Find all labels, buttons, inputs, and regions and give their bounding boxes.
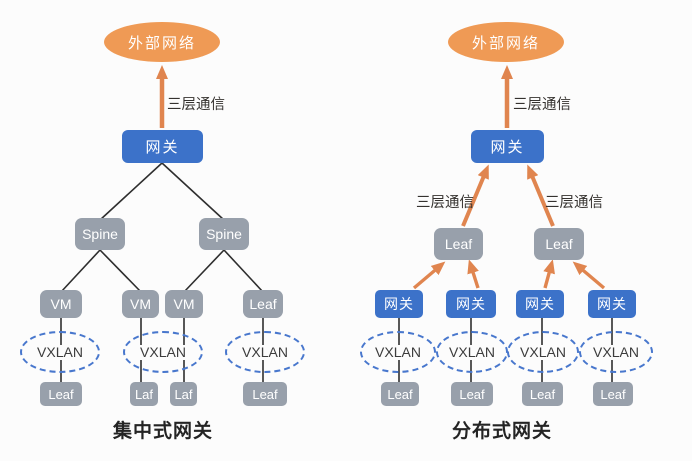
vxlan-label: VXLAN bbox=[519, 343, 567, 360]
left-external-network-node: 外部网络 bbox=[104, 22, 220, 62]
left-vxlan-ellipse: VXLAN bbox=[123, 331, 203, 373]
arrow-right-leaf1-to-gateway bbox=[461, 164, 489, 227]
right-leaf-node: Leaf bbox=[451, 382, 493, 406]
right-vxlan-ellipse: VXLAN bbox=[507, 331, 579, 373]
right-diagram-caption: 分布式网关 bbox=[451, 421, 552, 442]
right-gateway-node: 网关 bbox=[588, 290, 636, 318]
right-vxlan-ellipse: VXLAN bbox=[360, 331, 436, 373]
right-leaf-node: Leaf bbox=[522, 382, 563, 406]
right-l3-right-label: 三层通信 bbox=[545, 195, 603, 211]
arrow-right-gw4-to-leaf2 bbox=[572, 261, 606, 290]
left-host-node: VM bbox=[122, 290, 159, 318]
right-top-gateway-node: 网关 bbox=[471, 130, 544, 163]
right-leaf-node: Leaf bbox=[381, 382, 419, 406]
left-l3-label: 三层通信 bbox=[167, 97, 225, 113]
right-leaf-switch-node: Leaf bbox=[434, 228, 483, 260]
left-spine-node: Spine bbox=[75, 218, 125, 250]
left-host-node: VM bbox=[40, 290, 82, 318]
left-vxlan-ellipse: VXLAN bbox=[225, 331, 305, 373]
arrow-right-gw2-to-leaf1 bbox=[467, 259, 480, 289]
right-vxlan-ellipse: VXLAN bbox=[579, 331, 653, 373]
right-l3-top-label: 三层通信 bbox=[513, 97, 571, 113]
left-host-node: Leaf bbox=[243, 290, 283, 318]
left-leaf-node: Laf bbox=[130, 382, 158, 406]
vxlan-label: VXLAN bbox=[448, 343, 496, 360]
right-l3-left-label: 三层通信 bbox=[416, 195, 474, 211]
left-leaf-node: Laf bbox=[170, 382, 197, 406]
arrow-right-leaf2-to-gateway bbox=[527, 164, 555, 227]
left-diagram-caption: 集中式网关 bbox=[112, 421, 213, 442]
arrow-right-gw3-to-leaf2 bbox=[543, 259, 555, 289]
left-gateway-node: 网关 bbox=[122, 130, 203, 163]
vxlan-label: VXLAN bbox=[374, 343, 422, 360]
left-vxlan-ellipse: VXLAN bbox=[20, 331, 100, 373]
right-external-network-node: 外部网络 bbox=[448, 22, 564, 62]
orange-arrows bbox=[156, 65, 606, 290]
vxlan-label: VXLAN bbox=[241, 343, 289, 360]
right-gateway-node: 网关 bbox=[446, 290, 496, 318]
arrow-right-gw1-to-leaf1 bbox=[412, 261, 446, 290]
vxlan-label: VXLAN bbox=[592, 343, 640, 360]
right-leaf-switch-node: Leaf bbox=[534, 228, 584, 260]
right-leaf-node: Leaf bbox=[593, 382, 633, 406]
vxlan-label: VXLAN bbox=[139, 343, 187, 360]
right-vxlan-ellipse: VXLAN bbox=[436, 331, 508, 373]
right-gateway-node: 网关 bbox=[516, 290, 564, 318]
left-spine-node: Spine bbox=[199, 218, 249, 250]
left-leaf-node: Leaf bbox=[243, 382, 287, 406]
right-gateway-node: 网关 bbox=[375, 290, 423, 318]
left-host-node: VM bbox=[165, 290, 203, 318]
vxlan-label: VXLAN bbox=[36, 343, 84, 360]
left-leaf-node: Leaf bbox=[40, 382, 82, 406]
